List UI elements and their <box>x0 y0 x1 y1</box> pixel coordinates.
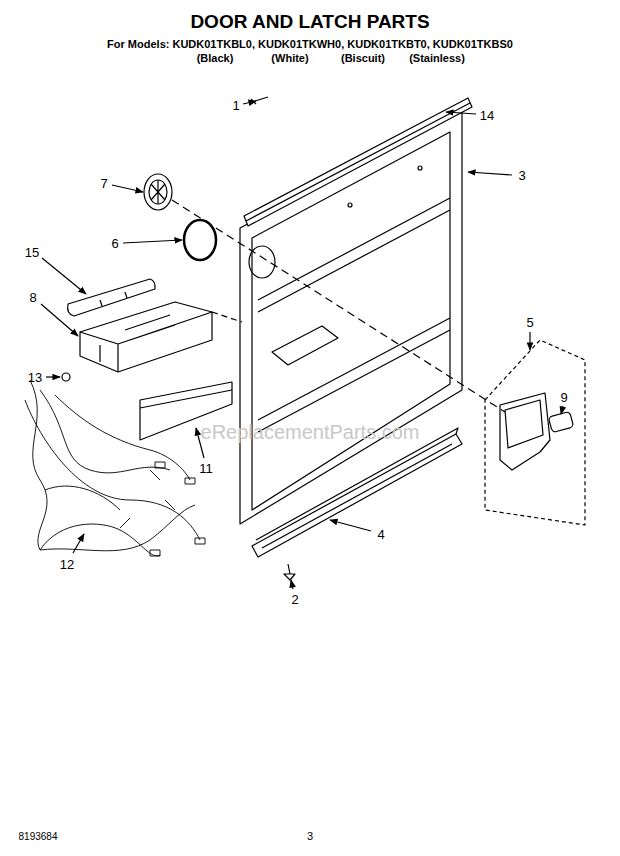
leader-line <box>46 376 60 377</box>
dispenser-assembly <box>500 393 550 470</box>
callout-number: 13 <box>28 370 42 385</box>
callout-number: 1 <box>232 98 239 113</box>
leader-line <box>42 258 86 294</box>
leader-line <box>291 580 293 589</box>
leader-line <box>41 304 78 336</box>
vent-strip-line <box>140 390 232 408</box>
model-color: (White) <box>271 52 308 64</box>
callout-number: 12 <box>60 557 74 572</box>
screw <box>251 97 268 104</box>
leader-dash <box>212 312 242 322</box>
page-number: 3 <box>307 830 313 842</box>
panel-screw-hole <box>348 203 352 207</box>
panel-window <box>272 326 338 365</box>
model-color: (Stainless) <box>409 52 465 64</box>
leader-line <box>561 406 563 414</box>
screw <box>284 564 295 580</box>
model-list: For Models: KUDK01TKBL0, KUDK01TKWH0, KU… <box>107 38 513 50</box>
door-latch <box>80 302 212 372</box>
callout-number: 9 <box>560 390 567 405</box>
panel-screw-hole <box>418 166 422 170</box>
panel-divider <box>258 210 450 312</box>
callout-number: 6 <box>111 236 118 251</box>
callout-number: 11 <box>199 461 213 476</box>
callout-number: 3 <box>518 168 525 183</box>
bottom-trim-strip-line <box>262 444 452 548</box>
latch-screw <box>62 373 70 381</box>
callout-number: 14 <box>480 108 494 123</box>
door-latch-detail <box>80 312 212 372</box>
leader-line <box>330 520 371 531</box>
leader-line <box>468 172 512 175</box>
dispenser-cap <box>144 174 172 210</box>
dispenser-cap-ribs <box>151 180 165 204</box>
top-trim-strip-line <box>246 103 470 221</box>
leader-line <box>73 534 84 553</box>
leader-line <box>243 101 256 104</box>
callout-number: 2 <box>291 592 298 607</box>
callout-number: 15 <box>25 245 39 260</box>
model-color: (Biscuit) <box>341 52 385 64</box>
group-bracket <box>485 340 585 525</box>
watermark: eReplacementParts.com <box>201 421 420 444</box>
leader-line <box>123 240 182 243</box>
dispenser-gasket <box>548 411 573 432</box>
top-trim-strip <box>244 98 472 226</box>
panel-divider <box>258 330 450 432</box>
wire-harness <box>25 380 205 556</box>
dispenser-cap-inner <box>149 180 167 204</box>
bottom-trim-strip <box>252 434 462 557</box>
callout-number: 5 <box>526 315 533 330</box>
door-handle <box>68 279 156 316</box>
callout-number: 4 <box>377 527 384 542</box>
bottom-trim-strip-line <box>256 428 458 540</box>
gasket-ring <box>184 220 216 260</box>
leader-line <box>529 332 530 350</box>
callout-number: 8 <box>29 290 36 305</box>
door-handle-detail <box>100 292 127 306</box>
leader-dash <box>172 200 505 412</box>
diagram-title: DOOR AND LATCH PARTS <box>190 11 429 33</box>
leader-line <box>112 185 143 192</box>
model-color: (Black) <box>197 52 234 64</box>
leader-line <box>446 112 476 114</box>
panel-divider <box>258 318 450 420</box>
panel-divider <box>258 198 450 300</box>
dispenser-detail <box>505 400 543 448</box>
callout-number: 7 <box>100 176 107 191</box>
document-number: 8193684 <box>19 831 58 842</box>
